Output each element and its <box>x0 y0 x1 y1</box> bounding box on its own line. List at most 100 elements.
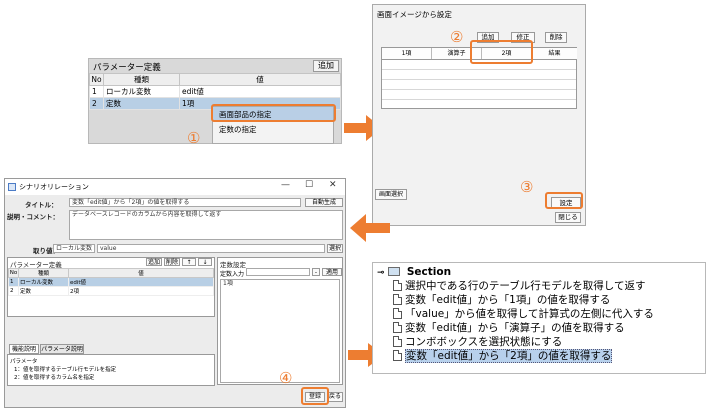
callout-4: ④ <box>279 369 293 387</box>
document-icon <box>393 294 402 305</box>
grid-line <box>382 89 576 90</box>
get-value-label: 取り値： <box>33 247 59 255</box>
title-input[interactable]: 変数「edit値」から「2項」の値を取得する <box>69 198 301 207</box>
apply-button[interactable]: 適用 <box>322 268 342 276</box>
folder-icon <box>388 267 401 276</box>
param-subtitle: パラメーター定義 <box>10 261 62 269</box>
help-line: 2：値を取得するカラム名を指定 <box>14 375 95 381</box>
constant-textarea[interactable]: 1項 <box>220 279 340 383</box>
callout-3: ③ <box>520 178 534 196</box>
description-text: データベースレコードのカラムから内容を取得して返す <box>72 211 222 218</box>
maximize-icon[interactable]: ☐ <box>305 180 314 190</box>
section-tree: ⊸ Section 選択中である行のテーブル行モデルを取得して返す 変数「edi… <box>372 262 706 374</box>
highlight-box-2 <box>470 40 533 64</box>
document-icon <box>393 308 402 319</box>
cell-kind: 定数 <box>103 97 180 110</box>
document-icon <box>393 350 402 361</box>
callout-1: ① <box>187 129 201 147</box>
help-panel: パラメータ 1：値を取得するテーブル行モデルを指定 2：値を取得するカラム名を指… <box>7 354 215 386</box>
table-row[interactable]: 1 ローカル変数 edit値 <box>89 85 341 98</box>
table-row[interactable]: 1 ローカル変数 edit値 <box>8 277 214 287</box>
cell-no: 2 <box>8 286 19 296</box>
parameter-header: パラメーター定義 追加 <box>89 59 341 73</box>
description-textarea[interactable]: データベースレコードのカラムから内容を取得して返す <box>69 210 343 240</box>
tab-parameter-desc[interactable]: パラメータ説明 <box>40 344 84 354</box>
highlight-box-3 <box>545 192 583 209</box>
get-value-input[interactable]: value <box>97 244 325 253</box>
document-icon <box>393 280 402 291</box>
table-row[interactable]: 2 定数 2項 <box>8 286 214 296</box>
constant-subpanel: 定数設定 定数入力 - 適用 1項 <box>217 257 343 385</box>
close-icon[interactable]: ✕ <box>329 180 337 190</box>
grid-line <box>382 99 576 100</box>
close-button[interactable]: 閉じる <box>555 212 581 223</box>
col-operator: 演算子 <box>432 48 482 59</box>
param-down-button[interactable]: ↓ <box>198 258 212 266</box>
param-add-button[interactable]: 追加 <box>146 258 162 266</box>
cell-no: 2 <box>89 97 104 110</box>
tree-item[interactable]: 「value」から値を取得して計算式の左側に代入する <box>393 307 654 321</box>
cancel-button[interactable]: 戻る <box>327 392 343 402</box>
grid-line <box>382 59 576 60</box>
delete-button[interactable]: 削除 <box>545 32 567 43</box>
col-term1: 1項 <box>382 48 432 59</box>
get-kind-select[interactable]: ローカル変数 <box>53 244 95 253</box>
register-button[interactable]: 登録 <box>305 392 325 402</box>
tab-function-desc[interactable]: 機能説明 <box>9 344 39 354</box>
dialog-title: 画面イメージから設定 <box>377 10 452 19</box>
cell-value: edit値 <box>179 85 341 98</box>
add-button[interactable]: 追加 <box>477 32 499 43</box>
cell-kind: ローカル変数 <box>18 277 69 287</box>
tree-item-label: 変数「edit値」から「1項」の値を取得する <box>405 294 611 306</box>
callout-2: ② <box>450 28 464 46</box>
document-icon <box>393 336 402 347</box>
tree-item-label: コンボボックスを選択状態にする <box>405 336 563 348</box>
arrow-left-icon <box>350 214 390 242</box>
auto-generate-button[interactable]: 自動生成 <box>305 198 343 207</box>
cell-no: 1 <box>8 277 19 287</box>
highlight-box-1 <box>211 104 336 122</box>
tree-item[interactable]: 変数「edit値」から「1項」の値を取得する <box>393 293 610 307</box>
help-line: パラメータ <box>10 359 38 365</box>
param-subpanel: パラメーター定義 追加 削除 ↑ ↓ No 種類 値 1 ローカル変数 edit… <box>7 257 215 317</box>
cell-value: 2項 <box>68 286 214 296</box>
minus-button[interactable]: - <box>312 268 320 276</box>
menu-item-constant[interactable]: 定数の指定 <box>219 125 257 134</box>
param-up-button[interactable]: ↑ <box>182 258 196 266</box>
tree-item[interactable]: コンボボックスを選択状態にする <box>393 335 562 349</box>
context-menu: 画面部品の指定 定数の指定 <box>212 106 334 144</box>
title-label: タイトル： <box>25 201 58 209</box>
screen-select-button[interactable]: 画面選択 <box>375 189 407 200</box>
constant-select[interactable] <box>246 268 310 276</box>
param-table-wrap: No 種類 値 1 ローカル変数 edit値 2 定数 2項 <box>8 268 214 296</box>
window-title: シナリオリレーション <box>19 183 89 191</box>
cell-no: 1 <box>89 85 104 98</box>
edit-button[interactable]: 修正 <box>511 32 535 43</box>
minimize-icon[interactable]: — <box>281 180 290 190</box>
cell-kind: ローカル変数 <box>103 85 180 98</box>
window-titlebar: シナリオリレーション — ☐ ✕ <box>5 179 345 195</box>
add-parameter-button[interactable]: 追加 <box>313 60 339 72</box>
tree-root[interactable]: ⊸ Section <box>377 265 451 279</box>
param-table: No 種類 値 1 ローカル変数 edit値 2 定数 2項 <box>8 268 214 296</box>
highlight-box-4 <box>301 387 329 405</box>
param-delete-button[interactable]: 削除 <box>164 258 180 266</box>
tree-item-selected[interactable]: 変数「edit値」から「2項」の値を取得する <box>393 349 613 363</box>
tree-item-label: 「value」から値を取得して計算式の左側に代入する <box>405 308 654 320</box>
cell-kind: 定数 <box>18 286 69 296</box>
tree-item[interactable]: 選択中である行のテーブル行モデルを取得して返す <box>393 279 645 293</box>
app-icon <box>8 183 16 191</box>
col-no: No <box>89 73 104 86</box>
expand-icon[interactable]: ⊸ <box>377 268 385 278</box>
tree-item[interactable]: 変数「edit値」から「演算子」の値を取得する <box>393 321 625 335</box>
cell-value: edit値 <box>68 277 214 287</box>
tree-item-label: 変数「edit値」から「演算子」の値を取得する <box>405 322 625 334</box>
select-button[interactable]: 選択 <box>327 244 343 253</box>
constant-subtitle: 定数設定 <box>220 261 246 269</box>
col-no: No <box>8 268 19 278</box>
tree-item-label: 変数「edit値」から「2項」の値を取得する <box>405 349 613 363</box>
col-kind: 種類 <box>103 73 180 86</box>
scenario-relation-window: シナリオリレーション — ☐ ✕ タイトル： 変数「edit値」から「2項」の値… <box>4 178 346 408</box>
menu-item-screen-part[interactable]: 画面部品の指定 <box>213 107 333 122</box>
